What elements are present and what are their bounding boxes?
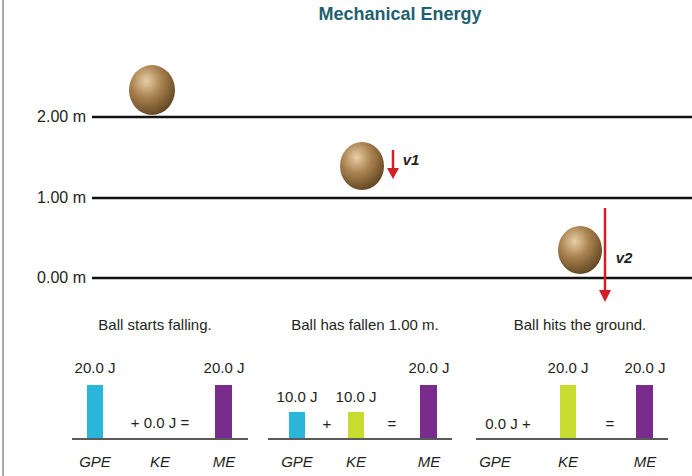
- equation-text: +: [323, 416, 332, 433]
- frame-line: [3, 0, 4, 476]
- gpe-bar: [289, 412, 305, 438]
- equation-text: + 0.0 J =: [131, 415, 189, 432]
- arrowhead: [387, 168, 399, 179]
- height-label: 0.00 m: [37, 269, 86, 287]
- height-label: 2.00 m: [37, 108, 86, 126]
- ball: [129, 65, 175, 115]
- axis-label: GPE: [281, 454, 313, 471]
- arrowhead: [599, 290, 611, 302]
- height-line: [92, 116, 692, 119]
- velocity-arrow: [392, 150, 395, 170]
- equation-text: =: [606, 416, 615, 433]
- me-bar: [636, 385, 653, 438]
- axis-label: KE: [150, 454, 170, 471]
- caption: Ball starts falling.: [98, 317, 211, 334]
- axis-label: ME: [213, 454, 236, 471]
- equation-text: 0.0 J +: [485, 416, 530, 433]
- velocity-arrow: [604, 208, 607, 292]
- baseline: [268, 438, 452, 440]
- ke-bar: [348, 412, 364, 438]
- energy-value: 20.0 J: [548, 360, 589, 377]
- me-bar: [215, 385, 232, 438]
- caption: Ball has fallen 1.00 m.: [291, 317, 439, 334]
- energy-value: 20.0 J: [409, 360, 450, 377]
- baseline: [72, 438, 248, 440]
- velocity-label: v1: [403, 152, 420, 169]
- axis-label: KE: [346, 454, 366, 471]
- axis-label: KE: [558, 454, 578, 471]
- height-line: [92, 277, 692, 280]
- axis-label: ME: [634, 454, 657, 471]
- me-bar: [420, 385, 437, 438]
- axis-label: ME: [418, 454, 441, 471]
- axis-label: GPE: [79, 454, 111, 471]
- title: Mechanical Energy: [318, 4, 481, 25]
- baseline: [476, 438, 668, 440]
- caption: Ball hits the ground.: [514, 317, 647, 334]
- energy-value: 20.0 J: [204, 360, 245, 377]
- energy-value: 20.0 J: [75, 360, 116, 377]
- equation-text: =: [388, 416, 397, 433]
- height-label: 1.00 m: [37, 189, 86, 207]
- gpe-bar: [87, 385, 103, 438]
- ball: [340, 142, 384, 190]
- velocity-label: v2: [616, 250, 633, 267]
- energy-value: 10.0 J: [336, 389, 377, 406]
- energy-value: 20.0 J: [625, 360, 666, 377]
- height-line: [92, 197, 692, 200]
- energy-value: 10.0 J: [277, 389, 318, 406]
- ball: [558, 226, 602, 274]
- axis-label: GPE: [479, 454, 511, 471]
- ke-bar: [560, 385, 576, 438]
